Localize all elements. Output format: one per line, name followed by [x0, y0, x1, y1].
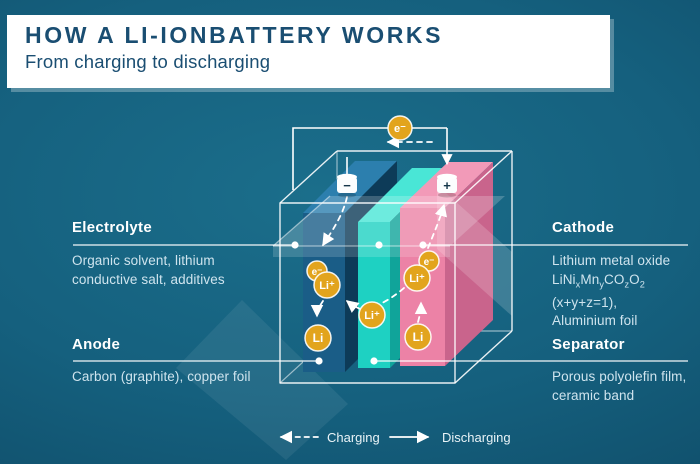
surface-dot: [375, 241, 383, 249]
electrolyte-description: Organic solvent, lithium conductive salt…: [72, 252, 225, 289]
separator-desc-line1: Porous polyolefin film,: [552, 369, 687, 384]
electron-circle-circuit: e⁻: [387, 115, 413, 141]
reflection-streak-left: [176, 300, 348, 460]
svg-text:e⁻: e⁻: [394, 123, 406, 135]
anode-description: Carbon (graphite), copper foil: [72, 369, 251, 384]
svg-text:e⁻: e⁻: [312, 267, 323, 278]
lithium-ion-circle-cathode: Li⁺: [403, 264, 431, 292]
leader-lines: [73, 244, 688, 362]
cathode-formula: LiNixMnyCOzO2 (x+y+z=1),: [552, 271, 645, 310]
page-subtitle: From charging to discharging: [25, 50, 271, 72]
electrolyte-desc-line2: conductive salt, additives: [72, 271, 225, 287]
cathode-dot: [419, 241, 427, 249]
page-title: HOW A LI-IONBATTERY WORKS: [25, 22, 444, 48]
cathode-desc-line1: Lithium metal oxide: [552, 253, 671, 268]
path-terminal-to-anode: [322, 196, 348, 247]
battery-case-wireframe: [279, 150, 513, 384]
leader-dots: [291, 241, 427, 365]
positive-terminal: +: [437, 173, 457, 198]
anode-label: Anode: [72, 336, 121, 353]
legend-discharging-label: Discharging: [442, 430, 511, 445]
negative-sign: −: [343, 178, 351, 193]
lithium-circle-anode: Li: [304, 324, 332, 352]
legend-charging-label: Charging: [327, 430, 380, 445]
svg-text:e⁻: e⁻: [424, 257, 435, 268]
reflection-streak-right: [437, 185, 512, 316]
path-lithium-to-ion-cathode: [414, 301, 428, 323]
electron-circle-cathode: e⁻: [418, 250, 440, 272]
svg-text:Li⁺: Li⁺: [319, 280, 335, 292]
svg-text:Li⁺: Li⁺: [364, 310, 380, 322]
anode-dot: [315, 357, 323, 365]
cathode-description: Lithium metal oxide LiNixMnyCOzO2 (x+y+z…: [552, 252, 700, 331]
electrolyte-desc-line1: Organic solvent, lithium: [72, 253, 215, 268]
negative-terminal: −: [337, 173, 357, 198]
lithium-ion-circle-anode: Li⁺: [313, 271, 341, 299]
svg-text:Li⁺: Li⁺: [409, 273, 425, 285]
header-panel: HOW A LI-IONBATTERY WORKS From charging …: [7, 15, 610, 88]
separator-desc-line2: ceramic band: [552, 387, 635, 403]
path-cathode-to-center: [381, 287, 405, 304]
path-ion-to-lithium-anode: [310, 300, 324, 318]
path-cathode-to-terminal: [427, 203, 447, 249]
separator-dot: [370, 357, 378, 365]
path-center-to-anode: [345, 300, 361, 313]
electrolyte-label: Electrolyte: [72, 219, 152, 236]
lithium-circle-cathode: Li: [404, 323, 432, 351]
svg-text:Li: Li: [413, 330, 424, 344]
lithium-ion-circle-separator: Li⁺: [358, 301, 386, 329]
cathode-label: Cathode: [552, 219, 615, 236]
separator-label: Separator: [552, 336, 625, 353]
positive-sign: +: [443, 178, 451, 193]
cathode-desc-line3: Aluminium foil: [552, 313, 638, 329]
particles: e⁻ e⁻ Li⁺ Li Li⁺ e⁻: [304, 115, 440, 352]
separator-description: Porous polyolefin film, ceramic band: [552, 368, 686, 405]
svg-text:Li: Li: [313, 331, 324, 345]
electrolyte-dot: [291, 241, 299, 249]
charging-ion-paths: [310, 196, 447, 323]
